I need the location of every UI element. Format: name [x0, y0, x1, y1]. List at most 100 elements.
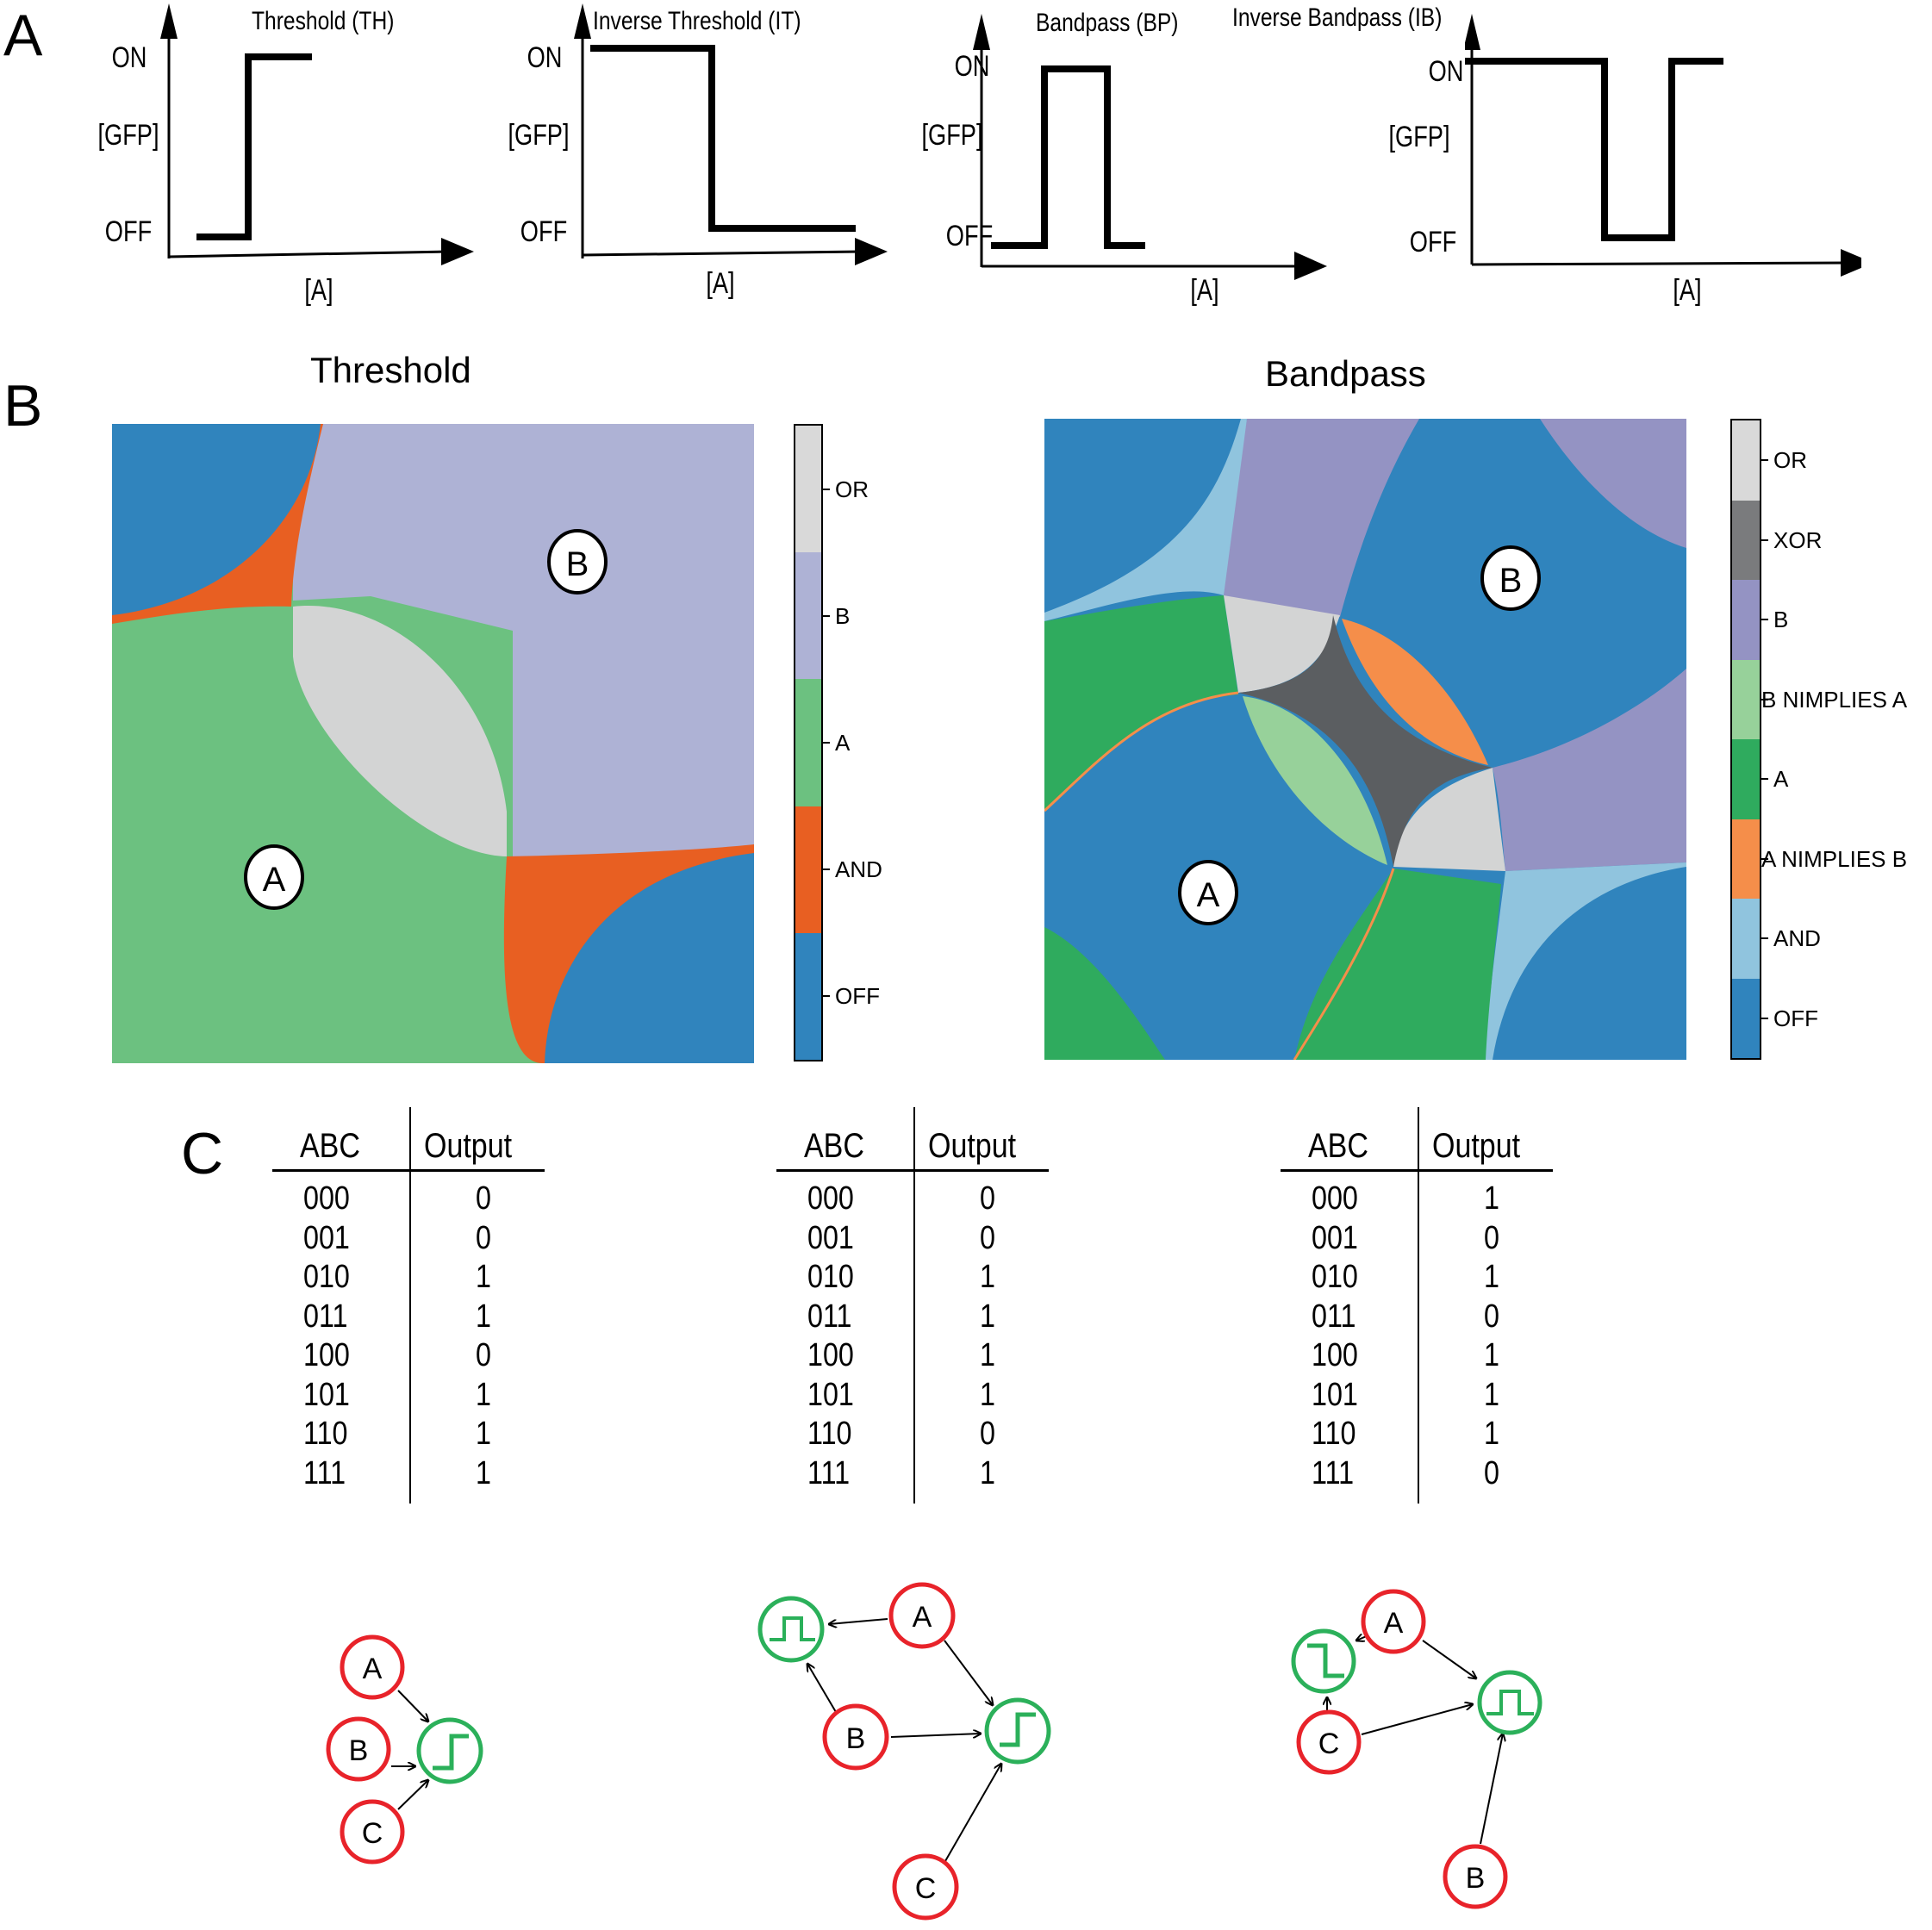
colorbar-tick [823, 995, 830, 998]
input-node-b: B [326, 1716, 391, 1782]
edge-a-bandpass [1422, 1640, 1476, 1678]
bandpass-icon [770, 1616, 815, 1641]
input-node-c: C [340, 1799, 405, 1865]
output-node-threshold [416, 1717, 483, 1784]
colorbar-label: XOR [1773, 526, 1823, 553]
cell-output: 1 [1484, 1180, 1499, 1217]
cell-output: 0 [980, 1416, 995, 1452]
cell-abc: 000 [807, 1180, 854, 1217]
cell-output: 1 [980, 1298, 995, 1335]
colorbar-segment [795, 806, 821, 933]
region-xor [1238, 615, 1493, 867]
response-line [590, 45, 856, 232]
colorbar-segment [795, 679, 821, 806]
edge-b-bandpass [807, 1664, 837, 1713]
cell-output: 0 [476, 1180, 491, 1217]
map-title-bandpass: Bandpass [1265, 353, 1426, 394]
edge-c-bandpass [1361, 1704, 1473, 1735]
cell-abc: 011 [303, 1298, 348, 1335]
colorbar-segment [1732, 500, 1760, 580]
region-b-top [1224, 419, 1419, 617]
x-axis-arrow [1294, 252, 1327, 280]
header-divider [776, 1169, 1049, 1172]
cell-output: 1 [476, 1416, 491, 1452]
cell-abc: 110 [1312, 1416, 1356, 1452]
colorbar-tick [823, 488, 830, 490]
column-header-output: Output [928, 1127, 1017, 1165]
panel-label-a: A [3, 3, 43, 68]
curve-plot [973, 14, 1327, 280]
bandpass-phase-map: B A [1044, 419, 1686, 1060]
cell-abc: 111 [303, 1454, 346, 1491]
y-label-gfp: [GFP] [508, 119, 570, 152]
region-or-bottom [1393, 768, 1505, 871]
region-a-bottom-left [1044, 927, 1165, 1060]
y-label-on: ON [1428, 55, 1464, 88]
svg-text:A: A [263, 861, 286, 899]
cell-output: 1 [980, 1376, 995, 1413]
cell-abc: 000 [303, 1180, 350, 1217]
y-label-off: OFF [104, 215, 153, 248]
region-off-top [112, 424, 321, 615]
threshold-icon [433, 1734, 469, 1771]
colorbar-tick [1761, 778, 1768, 781]
cell-output: 0 [476, 1219, 491, 1256]
cell-abc: 111 [1312, 1454, 1355, 1491]
colorbar-segment [1732, 819, 1760, 899]
colorbar-tick [1761, 857, 1768, 860]
x-label: [A] [1673, 274, 1702, 307]
colorbar-tick [1761, 539, 1768, 541]
curve-plot [1465, 14, 1861, 277]
y-label-gfp: [GFP] [921, 119, 983, 152]
marker-b: B [1480, 545, 1541, 611]
output-node-bandpass [757, 1596, 825, 1663]
svg-text:B: B [846, 1722, 866, 1755]
y-label-on: ON [954, 50, 990, 83]
colorbar-tick [1761, 1017, 1768, 1019]
colorbar-segment [1732, 739, 1760, 819]
colorbar-segment [795, 932, 821, 1060]
colorbar-segment [1732, 659, 1760, 739]
svg-text:A: A [1197, 876, 1220, 914]
curve-plot [574, 3, 888, 265]
x-axis-arrow [441, 238, 474, 265]
output-node-threshold [984, 1697, 1051, 1765]
cell-abc: 101 [807, 1376, 854, 1413]
column-header-output: Output [1432, 1127, 1521, 1165]
inverse-threshold-icon [1307, 1643, 1344, 1678]
y-label-gfp: [GFP] [97, 119, 159, 152]
column-divider [409, 1107, 411, 1504]
edge-a-threshold [397, 1690, 428, 1721]
cell-abc: 001 [1312, 1219, 1358, 1256]
response-line [991, 65, 1145, 249]
region-a-bottom [1294, 868, 1501, 1060]
region-or-top [1224, 595, 1340, 693]
colorbar-segment [795, 552, 821, 680]
header-divider [1281, 1169, 1553, 1172]
colorbar-tick [823, 614, 830, 617]
response-line [1465, 58, 1723, 241]
colorbar-label: B NIMPLIES A [1761, 686, 1908, 713]
svg-text:C: C [1318, 1728, 1340, 1760]
curve-title: Inverse Bandpass (IB) [1232, 3, 1443, 32]
network-3: A C B [1291, 1589, 1542, 1909]
y-axis-arrow [574, 3, 591, 39]
panel-label-c: C [181, 1121, 224, 1186]
x-axis [1471, 261, 1854, 266]
svg-text:B: B [566, 545, 589, 583]
cell-abc: 000 [1312, 1180, 1358, 1217]
region-a-left [1044, 595, 1238, 811]
edge-c-threshold [397, 1780, 428, 1810]
input-node-c: C [1296, 1709, 1362, 1775]
cell-output: 0 [980, 1180, 995, 1217]
output-node-bandpass [1477, 1670, 1542, 1735]
x-label: [A] [1190, 274, 1219, 307]
svg-text:B: B [349, 1734, 369, 1767]
y-label-on: ON [111, 41, 147, 74]
edge-b-bandpass [1480, 1734, 1503, 1845]
y-label-on: ON [527, 41, 563, 74]
colorbar-segment [795, 426, 821, 553]
marker-b: B [547, 529, 608, 595]
cell-abc: 111 [807, 1454, 851, 1491]
curve-title: Threshold (TH) [252, 7, 395, 35]
